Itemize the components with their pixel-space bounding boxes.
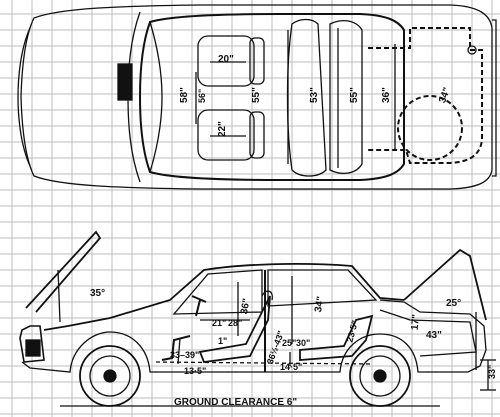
dim-55-rear: 55" [349,87,360,103]
top-body-outline [20,4,493,190]
dim-seat-rear: 22" [217,121,228,137]
side-view [19,230,496,407]
dim-floor-rear: 14·5" [280,362,302,372]
dim-shoulder-front: 58" [179,87,190,103]
side-rear-seat [299,314,374,361]
dim-head-rear: 34" [313,295,327,313]
dim-floor-front: 13·5" [184,366,206,376]
top-hood-vent [117,63,133,101]
dim-55-front: 55" [251,87,262,103]
dim-trunk-43: 43" [426,330,442,341]
top-trunk-outline [368,27,483,164]
top-windscreen [149,21,163,173]
top-front-seat-left [197,109,255,161]
dim-rear-25: 25" [282,338,296,348]
dim-seat-front: 20" [218,54,234,65]
dim-56: 56" [197,89,207,103]
dim-legroom-21: 21" [212,318,226,328]
top-front-seat-right [197,35,255,87]
top-view-labels: 20" 22" 58" 56" 55" 53" 55" 36" 34" [179,54,453,137]
side-trunk-floor [379,309,477,357]
dim-height-33: 33" [487,365,497,379]
side-steering-wheel [191,295,207,317]
dim-34-trunk: 34" [437,86,453,105]
dim-rear-30: 30" [296,338,310,348]
dim-53: 53" [309,87,320,103]
dim-seat-1: 1" [218,336,227,346]
top-view [17,4,497,190]
top-front-bumper [17,27,31,167]
dim-36-trunk: 36" [381,87,392,103]
top-cabin-outline [138,13,405,181]
side-front-nose [19,325,45,363]
dim-trunk-17: 17" [410,314,422,331]
top-rear-bench [286,18,327,177]
dim-hood-angle: 35° [90,288,105,299]
side-window-rear [267,269,378,307]
side-front-seat [198,295,271,363]
dim-legroom-28: 28" [228,318,242,328]
dim-rear-23-5: 23·5" [345,319,360,343]
dim-pedal: 33–39" [170,350,199,360]
side-raised-hood [25,230,102,313]
side-raised-trunk [403,248,487,321]
ground-clearance-caption: GROUND CLEARANCE 6" [174,397,297,408]
dim-head-front: 36" [239,297,253,315]
top-spare-wheel [397,95,463,161]
side-body-lower [21,299,487,373]
dim-trunk-angle: 25° [446,298,461,309]
